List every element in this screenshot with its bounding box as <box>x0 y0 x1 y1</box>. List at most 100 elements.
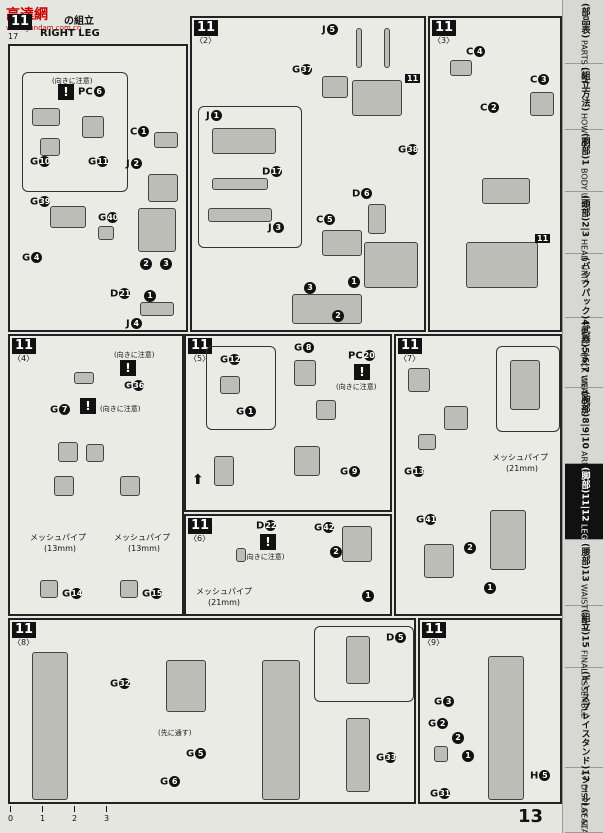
sub-assembly-inset <box>496 346 560 432</box>
step-sub-5: 〈5〉 <box>189 354 211 363</box>
scale-ruler: 0 1 2 3 <box>8 806 120 828</box>
part-label-pc20: PC20 <box>348 350 375 362</box>
part-shape <box>346 636 370 684</box>
part-shape <box>148 174 178 202</box>
part-shape <box>384 28 390 68</box>
index-tab-how-to[interactable]: (組立方法)HOW TO <box>565 64 603 147</box>
part-shape <box>86 444 104 462</box>
arrow-up-icon: ⬆ <box>192 472 204 488</box>
direction-note: (向きに注意) <box>52 77 93 85</box>
direction-note: (向きに注意) <box>114 351 155 359</box>
part-shape <box>434 746 448 762</box>
part-shape <box>346 718 370 792</box>
warning-icon: ! <box>58 84 74 100</box>
step-badge-11: 11 <box>432 20 457 36</box>
sub-assembly-inset <box>206 346 276 430</box>
step-badge-11: 11 <box>188 518 213 534</box>
mesh-pipe-label: メッシュパイプ <box>114 533 170 542</box>
ruler-tick <box>106 806 107 812</box>
step-sub-2: 〈2〉 <box>195 36 217 45</box>
part-label-g36: G36 <box>124 380 145 392</box>
index-tab-seal[interactable]: (シール)SEAL <box>565 768 603 833</box>
part-label-g37: G37 <box>292 64 313 76</box>
index-tab-parts-list[interactable]: (部品表)PARTS LIST <box>565 0 603 84</box>
part-shape <box>32 108 60 126</box>
site-logo-url: www.gundam.com.cn <box>6 24 82 32</box>
ruler-tick <box>74 806 75 812</box>
mesh-pipe-length: (21mm) <box>506 464 539 473</box>
mesh-pipe-length: (13mm) <box>44 544 77 553</box>
mesh-pipe-length: (21mm) <box>208 598 241 607</box>
direction-note: (向きに注意) <box>100 405 141 413</box>
part-shape <box>510 360 540 410</box>
part-shape <box>120 476 140 496</box>
part-shape <box>236 548 246 562</box>
step-badge-11: 11 <box>398 338 423 354</box>
part-shape <box>120 580 138 598</box>
section-title-en: RIGHT LEG <box>40 28 100 39</box>
warning-icon: ! <box>354 364 370 380</box>
part-shape <box>214 456 234 486</box>
part-shape <box>220 376 240 394</box>
warning-icon: ! <box>80 398 96 414</box>
ruler-label: 2 <box>72 814 78 823</box>
part-shape <box>292 294 362 324</box>
step-ref-11-2: 11 <box>535 234 551 243</box>
part-label-d21: D21 <box>110 288 131 300</box>
part-shape <box>140 302 174 316</box>
part-shape <box>208 208 272 222</box>
part-shape <box>54 476 74 496</box>
part-label-g39: G39 <box>30 196 51 208</box>
part-shape <box>352 80 402 116</box>
part-shape <box>368 204 386 234</box>
mesh-pipe-length: (13mm) <box>128 544 161 553</box>
part-shape <box>294 360 316 386</box>
sub-assembly-inset <box>314 626 414 702</box>
part-shape <box>212 178 268 190</box>
part-shape <box>40 138 60 156</box>
first-note: (先に通す) <box>158 729 192 737</box>
step-badge-11: 11 <box>422 622 447 638</box>
part-label-d17: D17 <box>262 166 283 178</box>
step-ref-13: 11 <box>405 74 421 83</box>
part-label-g41: G41 <box>416 514 437 526</box>
sub-assembly-inset <box>22 72 128 192</box>
part-label-g40: G40 <box>98 212 119 224</box>
mesh-pipe-label: メッシュパイプ <box>492 453 548 462</box>
part-shape <box>316 400 336 420</box>
part-shape <box>482 178 530 204</box>
part-shape <box>450 60 472 76</box>
warning-icon: ! <box>260 534 276 550</box>
step-badge-11: 11 <box>8 14 33 30</box>
sequence-1: 1 <box>144 290 156 302</box>
part-shape <box>74 372 94 384</box>
step-panel-6: 11 〈6〉 D22 ! (向きに注意) メッシュパイプ (21mm) G42 … <box>184 514 392 616</box>
direction-note: (向きに注意) <box>244 553 285 561</box>
